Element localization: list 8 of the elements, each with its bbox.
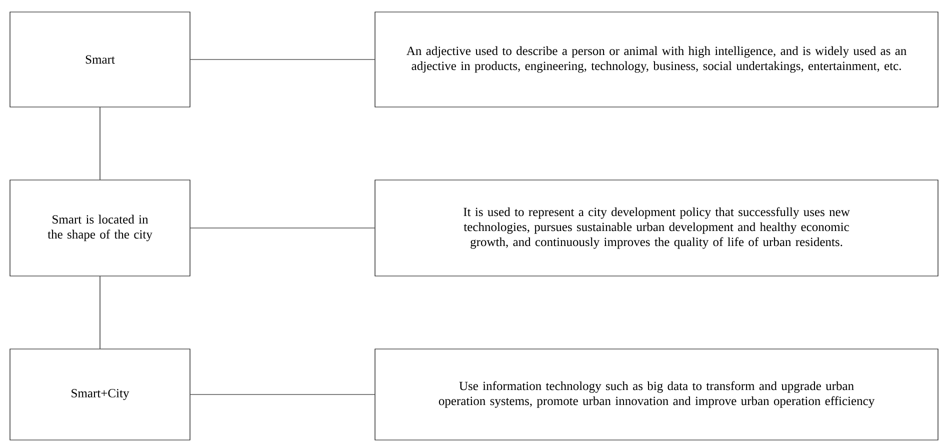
definition-box: Use information technology such as big data to transform and upgrade urban operation systems, promote urban innovation and improve urban operation efficiency	[374, 348, 938, 440]
definition-box: It is used to represent a city development policy that successfully uses new technologies, pursues sustainable urban development and healthy economic growth, and continuously improves the quality of life of urban residents.	[374, 180, 938, 276]
connector-line	[190, 394, 375, 395]
term-box: Smart+City	[10, 348, 190, 440]
term-box: Smart is located in the shape of the city	[10, 180, 190, 276]
term-box: Smart	[10, 12, 190, 108]
definition-box: An adjective used to describe a person or animal with high intelligence, and is widely used as an adjective in products, engineering, technology, business, social undertakings, entertainment, etc.	[374, 12, 938, 108]
connector-line	[190, 59, 375, 60]
